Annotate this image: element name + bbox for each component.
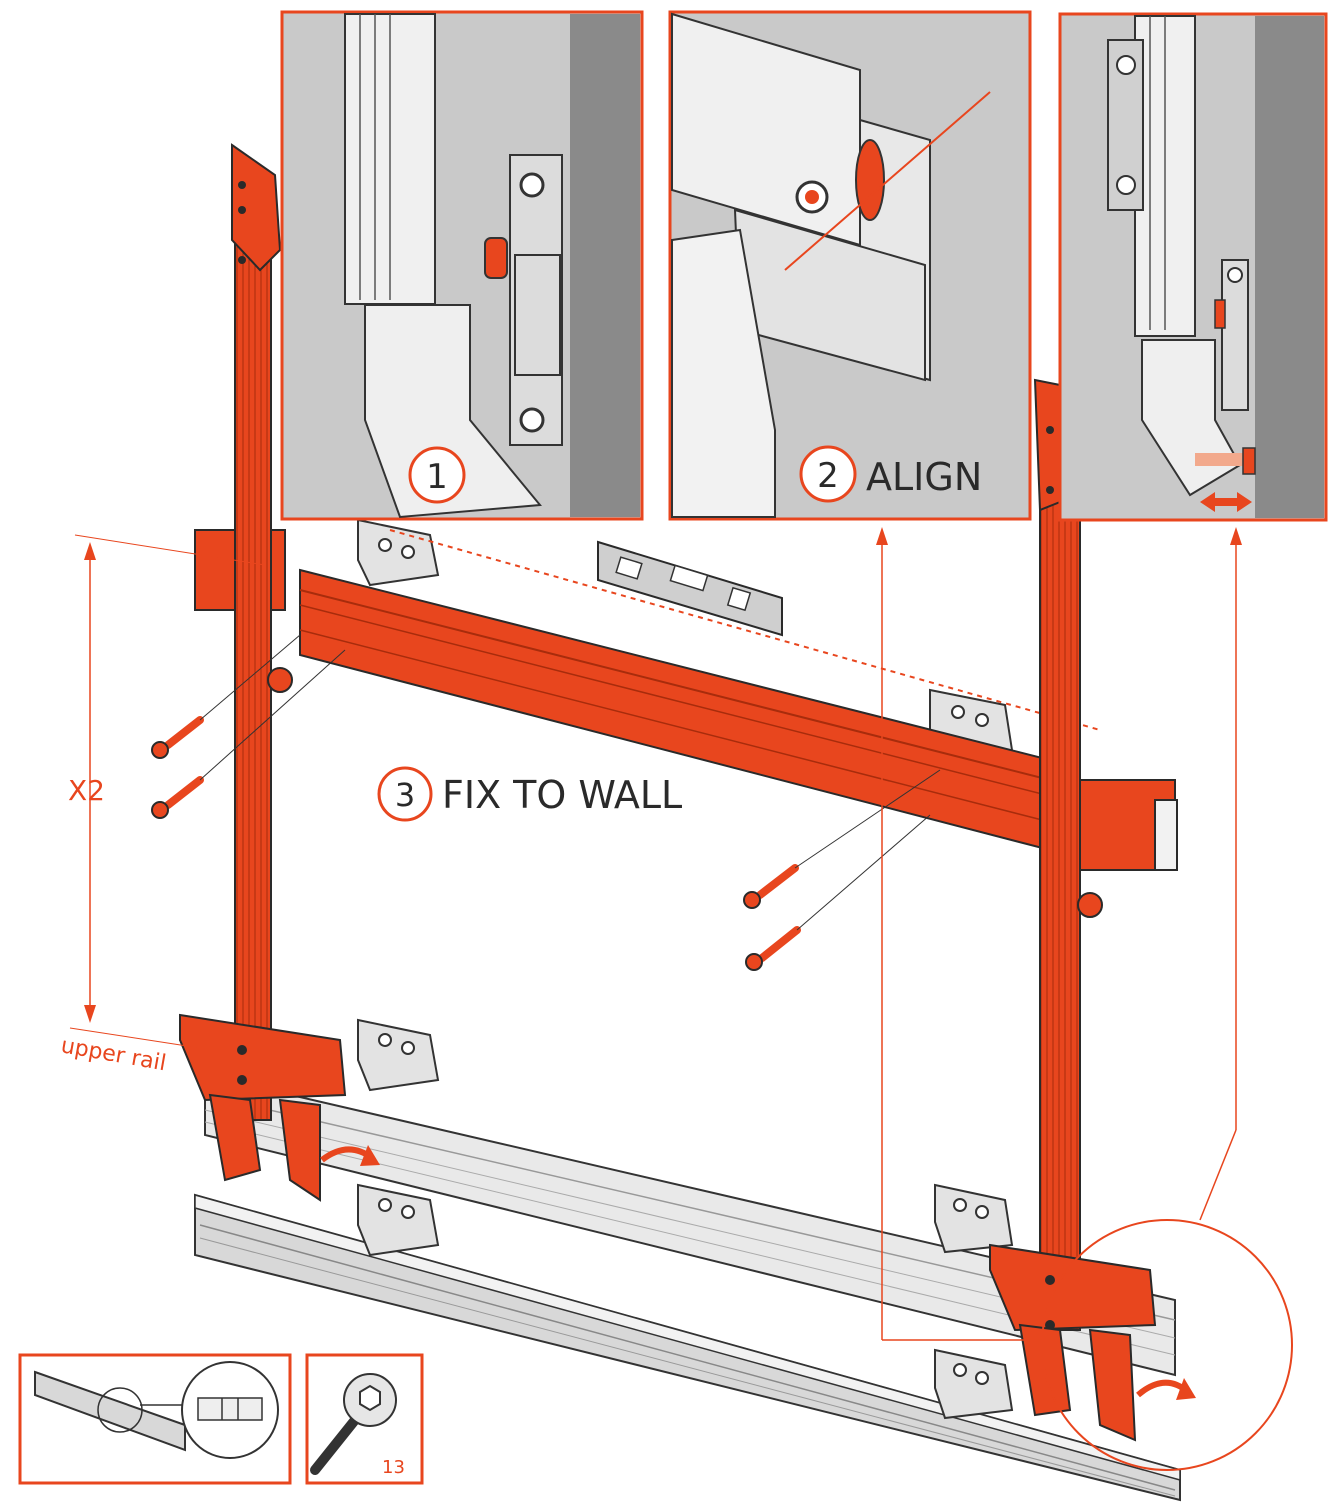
detail-panel-3 [1058,12,1328,522]
level-guide-line [389,529,1101,731]
right-vertical-post [989,378,1157,1442]
bottom-floor-track [194,1193,1181,1502]
wall-bracket-mid-right [934,1183,1014,1254]
height-dimension [69,534,266,1049]
wall-bracket-low-left [357,1183,440,1257]
dimension-count-label: X2 [68,774,105,807]
adjust-arrows-icon [1200,492,1252,512]
wall-bracket-low-right [934,1348,1014,1420]
step-1-number: 1 [426,457,448,497]
screw-guide-line [794,769,941,869]
step-3-marker: 3 [377,766,433,822]
screw-guide-line [796,814,931,931]
screw-icon [151,776,204,819]
rotate-arrow-icon [1176,1378,1196,1400]
wrench-size-label: 13 [382,1457,405,1478]
step-3-number: 3 [395,776,415,814]
callout-leader-lines [876,527,1242,1341]
detail-callout-circle [1041,1219,1293,1471]
screw-guide-line [199,649,346,781]
screw-icon [745,926,801,971]
step-2-label: ALIGN [866,455,982,499]
detail-panel-2: 2 ALIGN [668,10,1032,521]
screw-icon [743,864,799,909]
left-vertical-post [179,143,347,1202]
spirit-level-icon [18,1353,292,1485]
screw-guide-line [199,634,301,721]
rotate-arrow-icon [360,1145,380,1166]
step-2-number: 2 [817,456,839,496]
socket-wrench-icon: 13 [305,1353,424,1485]
screw-icon [151,716,204,759]
upper-rail-label: upper rail [59,1033,168,1076]
step-3-label: FIX TO WALL [442,773,682,817]
wall-bracket-upper-left [357,518,440,587]
detail-panel-1: 1 [280,10,644,521]
wall-bracket-mid-left [357,1018,440,1092]
spirit-level [597,540,783,637]
